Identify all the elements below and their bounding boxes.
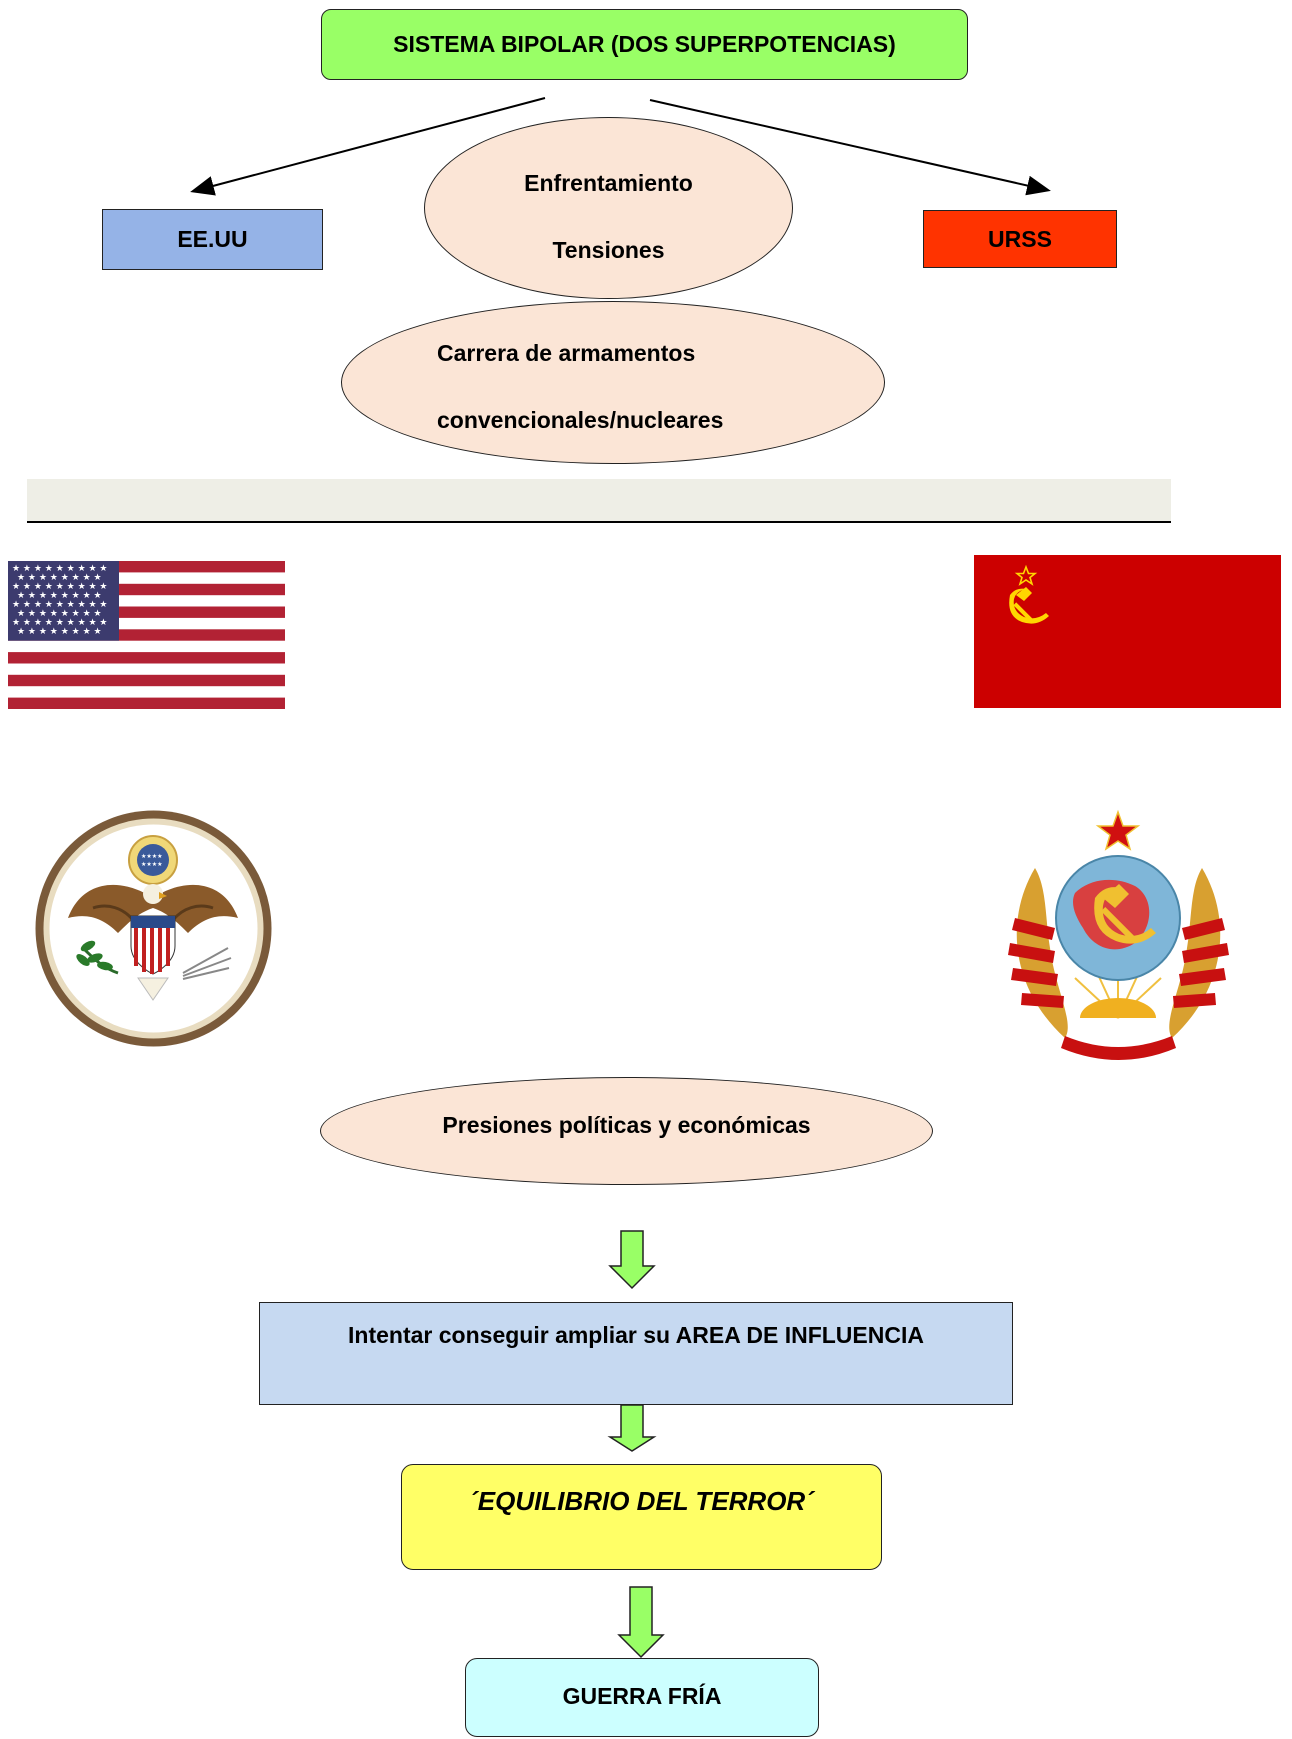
- title-box: SISTEMA BIPOLAR (DOS SUPERPOTENCIAS): [321, 9, 968, 80]
- balance-text: ´EQUILIBRIO DEL TERROR´: [469, 1486, 814, 1516]
- left-power-box: EE.UU: [102, 209, 323, 270]
- result-text: GUERRA FRÍA: [562, 1683, 722, 1709]
- conflict-line1: Enfrentamiento: [524, 170, 693, 196]
- conflict-line2: Tensiones: [552, 237, 665, 263]
- right-power-label: URSS: [988, 225, 1052, 252]
- svg-text:★ ★ ★ ★ ★ ★ ★ ★: ★ ★ ★ ★ ★ ★ ★ ★: [17, 627, 102, 637]
- svg-text:★ ★ ★ ★ ★ ★ ★ ★: ★ ★ ★ ★ ★ ★ ★ ★: [17, 573, 102, 583]
- svg-text:★ ★ ★ ★ ★ ★ ★ ★ ★: ★ ★ ★ ★ ★ ★ ★ ★ ★: [12, 582, 108, 592]
- right-power-box: URSS: [923, 210, 1117, 268]
- influence-text: Intentar conseguir ampliar su AREA DE IN…: [348, 1322, 924, 1348]
- down-arrow-3: [617, 1586, 665, 1659]
- svg-text:★ ★ ★ ★ ★ ★ ★ ★ ★: ★ ★ ★ ★ ★ ★ ★ ★ ★: [12, 600, 108, 610]
- ussr-flag-icon: [974, 555, 1281, 708]
- arrow-to-left-power: [190, 97, 546, 196]
- svg-text:★ ★ ★ ★ ★ ★ ★ ★ ★: ★ ★ ★ ★ ★ ★ ★ ★ ★: [12, 564, 108, 574]
- pressures-ellipse: Presiones políticas y económicas: [320, 1077, 933, 1185]
- ussr-emblem-icon: [1008, 809, 1229, 1060]
- separator-band: [27, 479, 1171, 523]
- influence-box: Intentar conseguir ampliar su AREA DE IN…: [259, 1302, 1013, 1405]
- arms-line2: convencionales/nucleares: [437, 407, 724, 433]
- result-box: GUERRA FRÍA: [465, 1658, 819, 1737]
- balance-box: ´EQUILIBRIO DEL TERROR´: [401, 1464, 882, 1570]
- usa-great-seal-icon: ★★★★ ★★★★: [35, 810, 272, 1047]
- svg-text:★ ★ ★ ★ ★ ★ ★ ★ ★: ★ ★ ★ ★ ★ ★ ★ ★ ★: [12, 618, 108, 628]
- svg-text:★ ★ ★ ★ ★ ★ ★ ★: ★ ★ ★ ★ ★ ★ ★ ★: [17, 591, 102, 601]
- arms-race-ellipse: Carrera de armamentos convencionales/nuc…: [341, 301, 885, 464]
- arms-line1: Carrera de armamentos: [437, 340, 696, 366]
- down-arrow-1: [608, 1230, 656, 1290]
- svg-text:★★★★: ★★★★: [141, 853, 163, 860]
- svg-text:★ ★ ★ ★ ★ ★ ★ ★: ★ ★ ★ ★ ★ ★ ★ ★: [17, 609, 102, 619]
- left-power-label: EE.UU: [177, 226, 248, 252]
- usa-flag-icon: ★ ★ ★ ★ ★ ★ ★ ★ ★ ★ ★ ★ ★ ★ ★ ★ ★ ★ ★ ★ …: [8, 561, 285, 709]
- pressures-text: Presiones políticas y económicas: [442, 1112, 811, 1138]
- arrow-to-right-power: [649, 99, 1051, 196]
- svg-text:★★★★: ★★★★: [141, 861, 163, 868]
- title-text: SISTEMA BIPOLAR (DOS SUPERPOTENCIAS): [393, 31, 896, 57]
- down-arrow-2: [607, 1404, 657, 1452]
- conflict-ellipse: Enfrentamiento Tensiones: [424, 117, 793, 299]
